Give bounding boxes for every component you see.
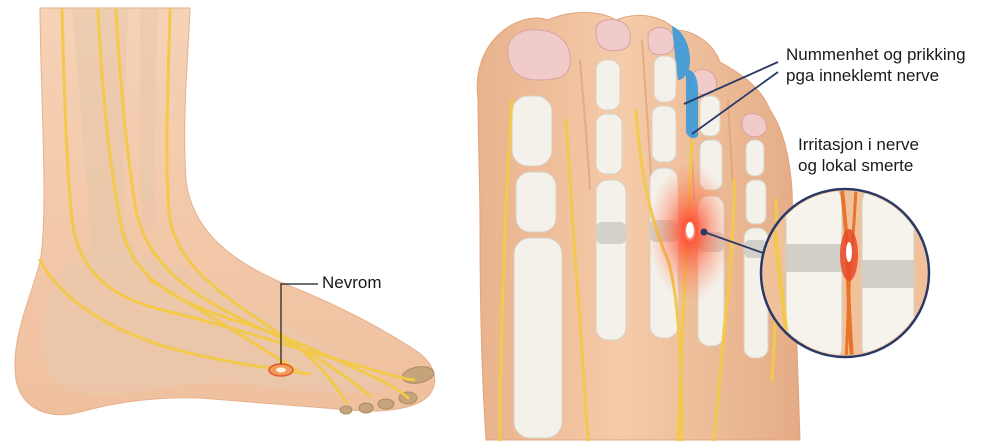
numbness-label: Nummenhet og prikking pga inneklemt nerv… [786, 44, 966, 86]
irritation-label: Irritasjon i nerve og lokal smerte [798, 134, 919, 176]
irritation-label-line1: Irritasjon i nerve [798, 134, 919, 155]
top-foot-illustration [477, 13, 800, 441]
irritation-label-line2: og lokal smerte [798, 155, 919, 176]
side-foot-illustration [15, 8, 435, 415]
numbness-label-line2: pga inneklemt nerve [786, 65, 966, 86]
irritation-point [701, 229, 708, 236]
nevrom-label: Nevrom [322, 272, 382, 293]
numbness-label-line1: Nummenhet og prikking [786, 44, 966, 65]
